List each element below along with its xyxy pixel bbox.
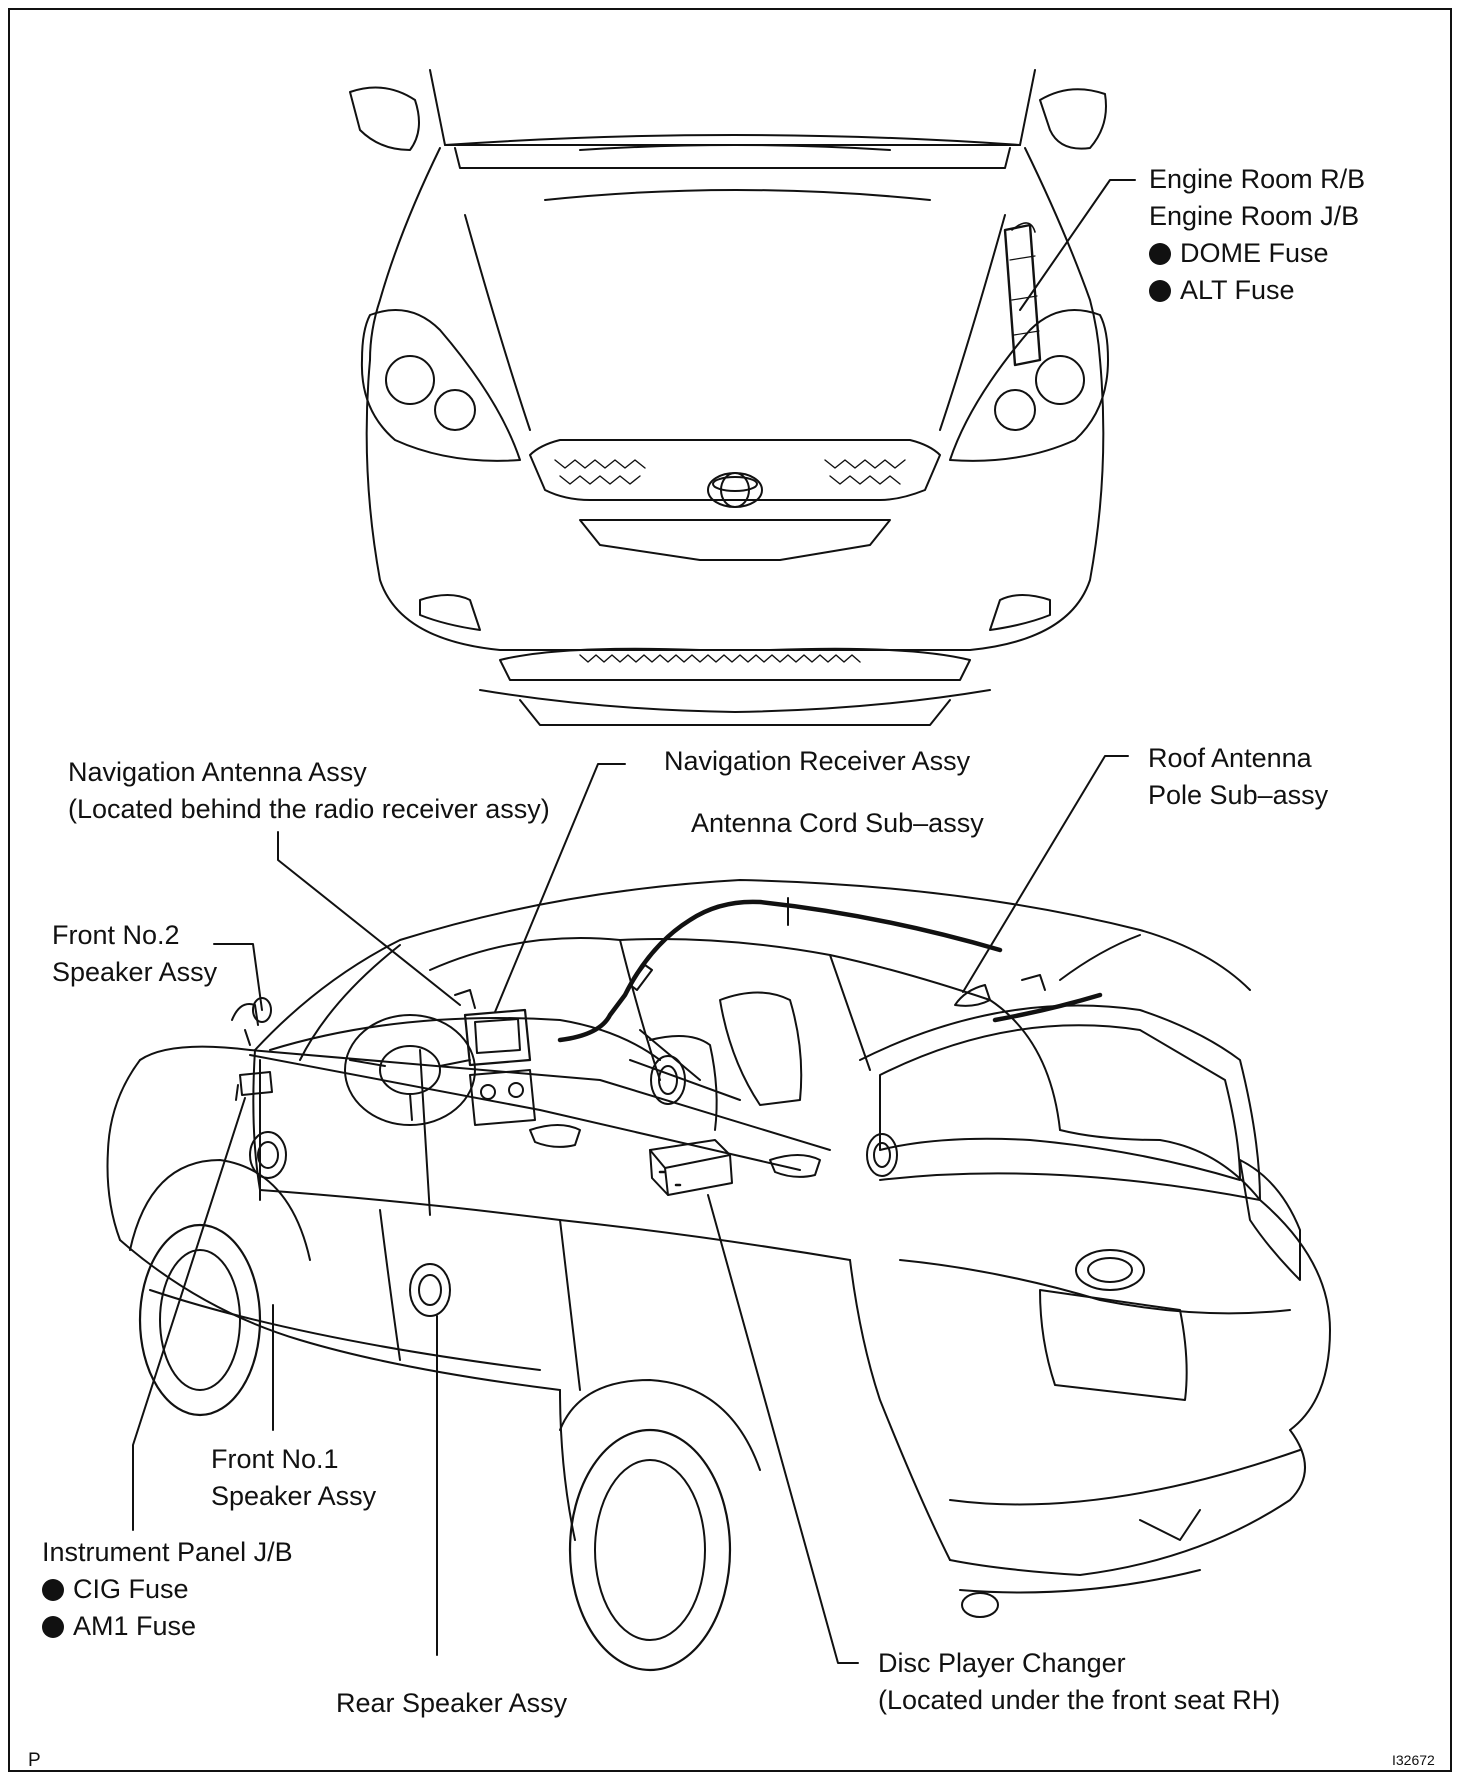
- car-rear-view: [106, 879, 1331, 1672]
- leader-instrument-panel: [132, 1097, 246, 1531]
- instrument-panel-text: Instrument Panel J/B: [42, 1537, 293, 1567]
- bullet-dot-icon: [42, 1616, 64, 1638]
- nav-antenna-label: Navigation Antenna Assy (Located behind …: [68, 754, 550, 828]
- leader-nav-receiver: [494, 763, 626, 1013]
- roof-antenna-pole-text: Pole Sub–assy: [1148, 780, 1329, 810]
- engine-room-jb-text: Engine Room J/B: [1149, 201, 1360, 231]
- nav-antenna-note-text: (Located behind the radio receiver assy): [68, 794, 550, 824]
- instrument-panel-label: Instrument Panel J/B CIG Fuse AM1 Fuse: [42, 1534, 293, 1645]
- am1-fuse-item: AM1 Fuse: [42, 1608, 293, 1645]
- car-front-view: [349, 69, 1109, 726]
- disc-changer-text: Disc Player Changer: [878, 1648, 1126, 1678]
- dome-fuse-text: DOME Fuse: [1180, 238, 1329, 268]
- cig-fuse-item: CIG Fuse: [42, 1571, 293, 1608]
- cig-fuse-text: CIG Fuse: [73, 1574, 189, 1604]
- bullet-dot-icon: [1149, 243, 1171, 265]
- disc-changer-label: Disc Player Changer (Located under the f…: [878, 1645, 1280, 1719]
- engine-room-label: Engine Room R/B Engine Room J/B DOME Fus…: [1149, 161, 1365, 309]
- antenna-cord-label: Antenna Cord Sub–assy: [691, 808, 984, 838]
- leader-disc-changer: [707, 1194, 859, 1664]
- roof-antenna-label: Roof Antenna Pole Sub–assy: [1148, 740, 1328, 814]
- front-no1-speaker-text: Speaker Assy: [211, 1481, 377, 1511]
- figure-code: I32672: [1392, 1752, 1435, 1768]
- front-no1-text: Front No.1: [211, 1444, 339, 1474]
- leader-nav-antenna: [277, 831, 461, 1006]
- leader-engine-room: [1019, 179, 1136, 311]
- front-no2-label: Front No.2 Speaker Assy: [52, 917, 217, 991]
- front-no2-speaker-text: Speaker Assy: [52, 957, 218, 987]
- diagram-frame: [8, 8, 1452, 1772]
- disc-changer-note-text: (Located under the front seat RH): [878, 1685, 1281, 1715]
- alt-fuse-item: ALT Fuse: [1149, 272, 1365, 309]
- nav-receiver-label: Navigation Receiver Assy: [664, 746, 971, 776]
- corner-letter: P: [28, 1750, 41, 1771]
- engine-room-rb-text: Engine Room R/B: [1149, 164, 1366, 194]
- alt-fuse-text: ALT Fuse: [1180, 275, 1295, 305]
- leader-roof-antenna: [962, 755, 1129, 993]
- bullet-dot-icon: [1149, 280, 1171, 302]
- bullet-dot-icon: [42, 1579, 64, 1601]
- am1-fuse-text: AM1 Fuse: [73, 1611, 197, 1641]
- roof-antenna-text: Roof Antenna: [1148, 743, 1312, 773]
- front-no2-text: Front No.2: [52, 920, 180, 950]
- rear-speaker-label: Rear Speaker Assy: [336, 1688, 568, 1718]
- speaker-icon: [249, 997, 898, 1317]
- nav-antenna-text: Navigation Antenna Assy: [68, 757, 367, 787]
- leader-front-no2: [213, 943, 263, 1011]
- dome-fuse-item: DOME Fuse: [1149, 235, 1365, 272]
- callout-leaders: [132, 179, 1136, 1664]
- front-no1-label: Front No.1 Speaker Assy: [211, 1441, 376, 1515]
